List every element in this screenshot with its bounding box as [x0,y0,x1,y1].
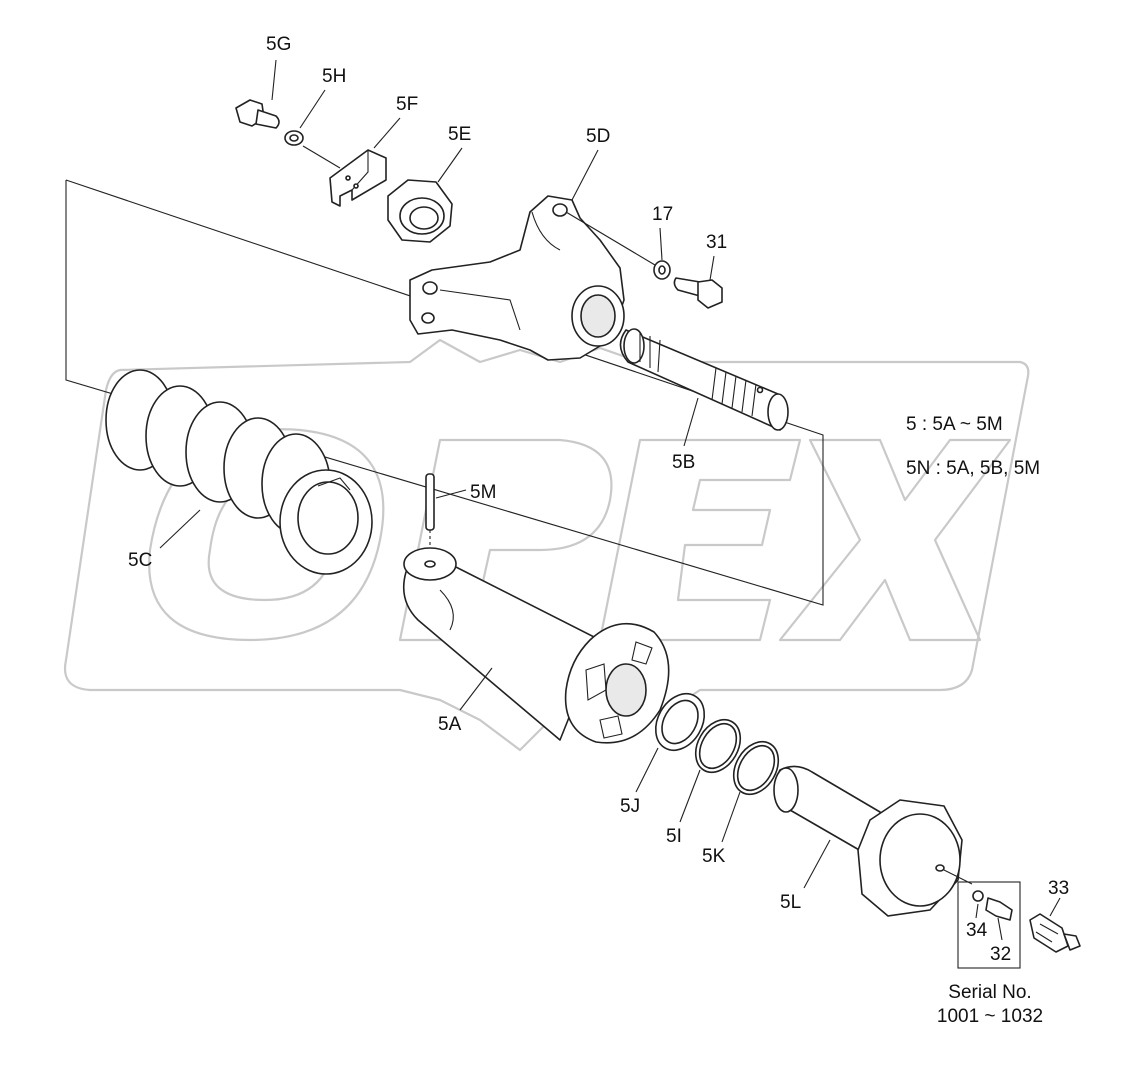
part-5d-yoke [409,149,661,361]
part-5j-ring [635,692,706,793]
part-33-valve [1029,897,1081,953]
part-5b-rod [619,328,789,447]
callout-5a: 5A [438,714,462,735]
callout-34: 34 [966,920,988,941]
part-5f-lock-plate [329,117,401,207]
part-5c-spring [105,369,373,575]
serial-note-line1: Serial No. [948,982,1031,1003]
callout-5l: 5L [780,892,801,913]
part-17-washer [653,227,671,280]
part-5e-nut [387,147,463,243]
kit-note-line1: 5 : 5A ~ 5M [906,414,1003,435]
callout-5c: 5C [128,550,152,571]
part-32-fitting [985,897,1013,941]
callout-5k: 5K [702,846,726,867]
part-5k-oring [721,740,780,843]
part-5i-oring [679,718,742,823]
part-5g-bolt [235,59,280,129]
part-5a-cylinder [402,547,670,744]
callout-5h: 5H [322,66,346,87]
callout-31: 31 [706,232,727,253]
part-5m-pin [425,473,467,560]
callout-5f: 5F [396,94,418,115]
notes: 5 : 5A ~ 5M 5N : 5A, 5B, 5M Serial No. 1… [906,414,1043,1027]
part-5l-shaft [773,765,973,917]
part-34-oring [972,890,984,919]
kit-note-line2: 5N : 5A, 5B, 5M [906,458,1040,479]
callout-labels: 5G 5H 5F 5E 5D 17 31 5B 5C 5M 5A 5J 5I 5… [128,34,1069,965]
callout-5m: 5M [470,482,496,503]
callout-5e: 5E [448,124,471,145]
callout-17: 17 [652,204,673,225]
part-31-bolt [673,255,723,309]
callout-33: 33 [1048,878,1069,899]
callout-5j: 5J [620,796,640,817]
callout-5b: 5B [672,452,695,473]
callout-32: 32 [990,944,1011,965]
callout-5i: 5I [666,826,682,847]
callout-5g: 5G [266,34,291,55]
part-5h-washer [284,89,341,169]
serial-detail-box [957,881,1021,969]
serial-note-line2: 1001 ~ 1032 [937,1006,1043,1027]
callout-5d: 5D [586,126,610,147]
